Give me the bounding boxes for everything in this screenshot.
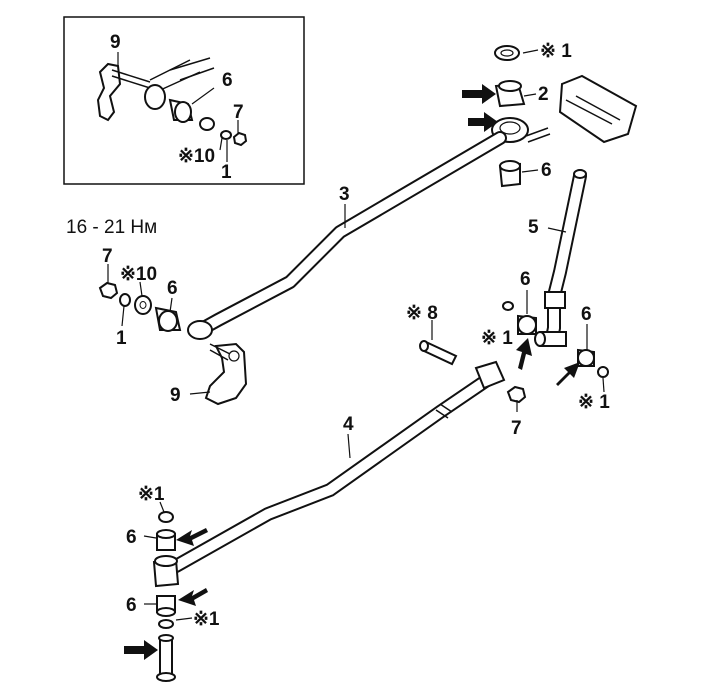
callout-left-6: 6 <box>167 278 178 299</box>
arrow-top-bushing <box>462 84 496 104</box>
callout-rod-3: 3 <box>339 184 350 205</box>
callout-left-9: 9 <box>170 385 181 406</box>
left-fastener-group: 7 ※10 6 1 9 <box>98 246 248 406</box>
torque-spec: 16 - 21 Нм <box>66 217 157 238</box>
callout-top-1: ※ 1 <box>540 41 572 62</box>
callout-mid-8: ※ 8 <box>406 303 438 324</box>
callout-bot-1b: ※1 <box>193 609 220 630</box>
middle-fastener-group: ※ 8 ※ 1 6 6 ※ 1 7 <box>406 269 610 439</box>
arrow-bot-upper <box>176 528 208 546</box>
lower-pivot-stack: ※1 6 6 ※1 <box>124 484 220 682</box>
callout-right-1: ※ 1 <box>578 392 610 413</box>
upper-pivot-assembly: ※ 1 2 6 <box>462 41 638 188</box>
callout-top-2: 2 <box>538 84 549 105</box>
callout-mid-7: 7 <box>511 418 522 439</box>
inset-label-10: ※10 <box>178 146 215 167</box>
arrow-mid-bushing <box>516 338 532 370</box>
callout-rod-4: 4 <box>343 414 354 435</box>
callout-right-6: 6 <box>581 304 592 325</box>
arrow-right-bushing <box>556 362 580 386</box>
rod-3: 3 <box>187 131 507 340</box>
inset-label-1: 1 <box>221 162 232 183</box>
callout-bot-6b: 6 <box>126 595 137 616</box>
callout-mid-6: 6 <box>520 269 531 290</box>
arrow-top-ring <box>468 112 498 132</box>
callout-bot-1a: ※1 <box>138 484 165 505</box>
rod-4: 4 <box>152 360 506 588</box>
inset-label-6: 6 <box>222 70 233 91</box>
callout-left-7: 7 <box>102 246 113 267</box>
callout-left-1: 1 <box>116 328 127 349</box>
callout-lever-5: 5 <box>528 217 539 238</box>
inset-label-9: 9 <box>110 32 121 53</box>
inset-label-7: 7 <box>233 102 244 123</box>
arrow-bot-lower <box>178 588 208 606</box>
callout-mid-1: ※ 1 <box>481 328 513 349</box>
callout-top-6: 6 <box>541 160 552 181</box>
detail-inset: 9 6 7 ※10 1 <box>63 16 305 185</box>
callout-bot-6a: 6 <box>126 527 137 548</box>
lever-5: 5 <box>528 169 587 347</box>
arrow-bot-bolt <box>124 640 158 660</box>
callout-left-10: ※10 <box>120 264 157 285</box>
